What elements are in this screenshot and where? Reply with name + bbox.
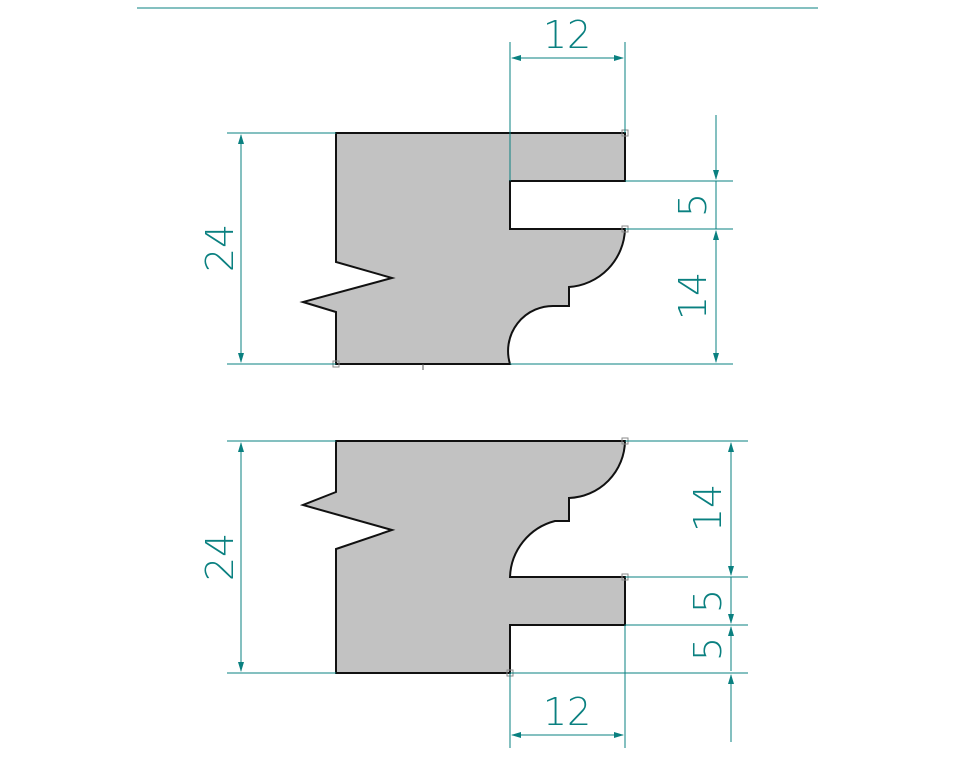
dim-label-lower: 5: [686, 637, 730, 661]
dim-label-upper: 14: [686, 484, 730, 532]
dim-label-height: 24: [198, 533, 242, 581]
dim-label-lower: 14: [671, 272, 715, 320]
dim-label-bottom-width: 12: [543, 690, 591, 734]
bottom-dimensions: 24 14 5 5 12: [198, 440, 748, 748]
top-profile-shape: [299, 132, 627, 365]
dim-label-height: 24: [198, 224, 242, 272]
bottom-profile-shape: [299, 440, 627, 674]
top-profile: [299, 129, 629, 368]
dim-label-slot: 5: [671, 193, 715, 217]
dim-label-top-width: 12: [543, 13, 591, 57]
bottom-profile: [299, 437, 629, 677]
top-dimensions: 24 12 5 14: [198, 13, 733, 370]
dim-label-slot: 5: [686, 589, 730, 613]
